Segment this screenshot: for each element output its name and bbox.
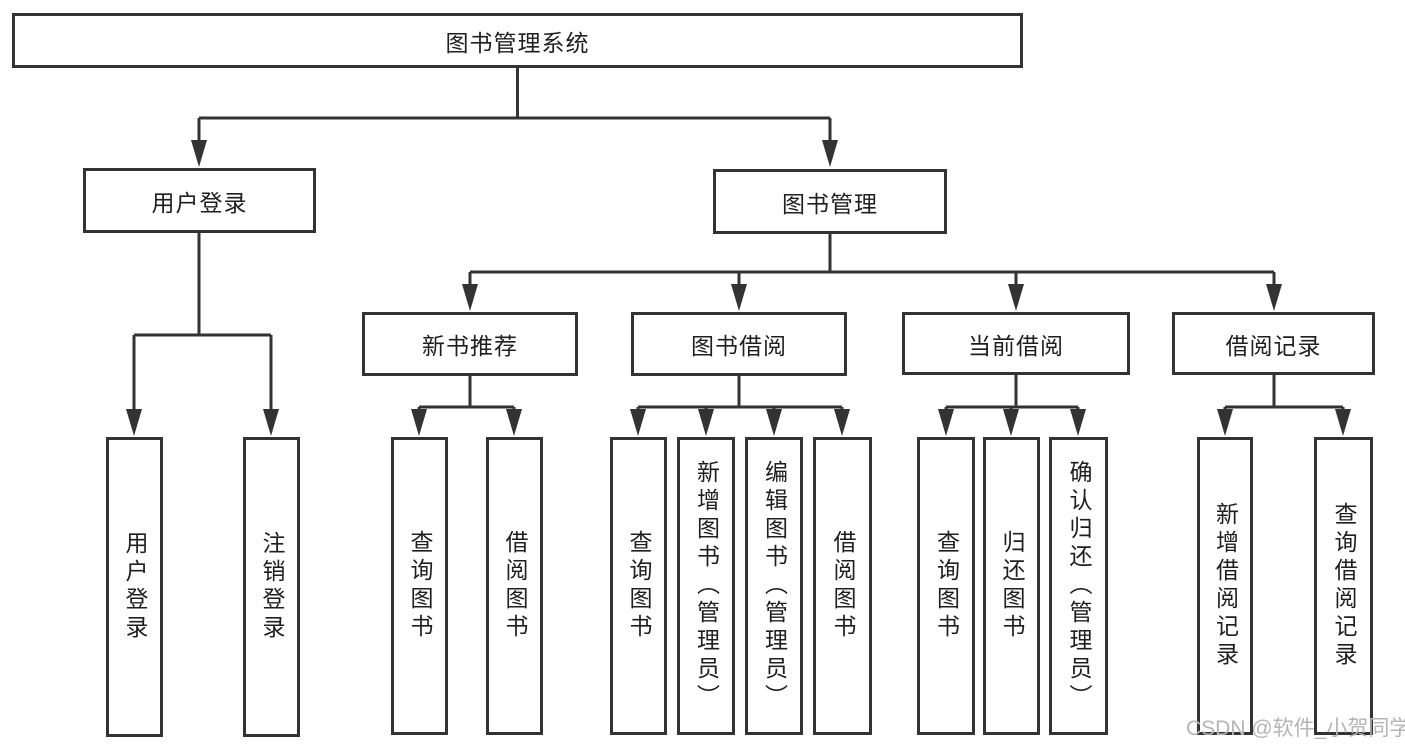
node-current-borrow: 当前借阅	[902, 312, 1130, 375]
leaf-borrow-borrow-book: 借阅图书	[813, 437, 872, 735]
leaf-recommend-query-book: 查询图书	[391, 437, 448, 735]
leaf-user-logout: 注销登录	[243, 437, 300, 737]
node-book-management: 图书管理	[713, 169, 947, 234]
leaf-current-confirm-return-admin: 确认归还（管理员）	[1049, 437, 1108, 735]
node-root-library-system: 图书管理系统	[12, 13, 1023, 68]
leaf-borrow-query-book: 查询图书	[610, 437, 667, 735]
node-borrow-records: 借阅记录	[1172, 312, 1375, 375]
node-book-borrow: 图书借阅	[631, 312, 847, 376]
connector-book-mgmt-to-level3	[462, 234, 1282, 311]
leaf-user-login: 用户登录	[106, 437, 163, 737]
leaf-record-query-record: 查询借阅记录	[1314, 437, 1373, 735]
watermark: CSDN @软件_小贺同学	[1186, 717, 1405, 740]
connector-current-borrow-branch	[938, 372, 1086, 436]
connector-borrow-record-branch	[1217, 372, 1351, 436]
leaf-recommend-borrow-book: 借阅图书	[486, 437, 543, 735]
leaf-current-return-book: 归还图书	[983, 437, 1040, 735]
connector-root-to-level2	[191, 68, 838, 167]
leaf-record-add-record: 新增借阅记录	[1197, 437, 1253, 735]
connector-user-login-branch	[126, 233, 279, 436]
leaf-current-query-book: 查询图书	[917, 437, 975, 735]
node-user-login: 用户登录	[83, 168, 316, 233]
leaf-borrow-edit-book-admin: 编辑图书（管理员）	[745, 437, 803, 735]
connector-new-book-rec-branch	[411, 372, 522, 436]
node-new-book-recommend: 新书推荐	[362, 312, 578, 376]
leaf-borrow-add-book-admin: 新增图书（管理员）	[677, 437, 735, 735]
connector-book-borrow-branch	[630, 372, 850, 436]
